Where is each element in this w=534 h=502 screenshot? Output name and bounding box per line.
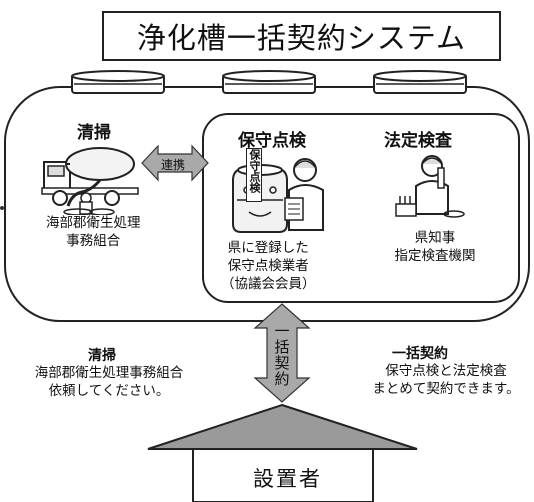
tank-lid-right-icon [373,70,467,94]
right-note-heading: 一括契約 [392,346,448,362]
cleaning-heading: 清掃 [77,123,111,143]
bulk-arrow-label: 一括契約 [272,323,291,387]
bulk-arrow-label-box: 一括契約 [271,323,293,393]
right-note-body: 保守点検と法定検査 まとめて契約できます。 [360,362,532,398]
owner-label: 設置者 [253,467,322,491]
maintenance-org: 県に登録した 保守点検業者 （協議会会員） [221,239,316,293]
title-box: 浄化槽一括契約システム [102,11,501,61]
legal-inspection-line-2: 指定検査機関 [394,248,476,264]
legal-inspection-heading: 法定検査 [384,131,452,151]
maintenance-heading: 保守点検 [238,131,306,151]
cleaning-line-2: 事務組合 [66,233,121,249]
inspector-with-tank-icon [232,158,324,233]
right-note-line-1: 保守点検と法定検査 [385,363,507,379]
link-arrow-label: 連携 [161,158,186,172]
cleaning-org: 海部郡衛生処理 事務組合 [46,214,141,250]
left-edge-dot [0,206,4,210]
tank-lid-center-icon [222,70,316,94]
tank-lid-left-icon [71,70,165,94]
left-note-heading: 清掃 [88,348,116,364]
maintenance-line-3: （協議会会員） [221,276,316,292]
maintenance-line-1: 県に登録した [227,240,309,256]
legal-inspection-org: 県知事 指定検査機関 [383,229,487,265]
right-note-line-2: まとめて契約できます。 [372,381,520,397]
maintenance-line-2: 保守点検業者 [227,258,309,274]
left-note-line-1: 海部郡衛生処理事務組合 [34,365,184,381]
bulk-contract-double-arrow [253,303,311,403]
maintenance-sign: 保守点検 [246,148,262,202]
owner-house-icon [147,403,418,502]
lab-technician-icon [395,155,465,218]
link-double-arrow [141,144,209,182]
legal-inspection-line-1: 県知事 [414,230,456,246]
vacuum-truck-icon [41,147,139,215]
maintenance-sign-text: 保守点検 [248,149,261,193]
cleaning-line-1: 海部郡衛生処理 [46,215,141,231]
left-note-body: 海部郡衛生処理事務組合 依頼してください。 [2,364,216,400]
diagram-title: 浄化槽一括契約システム [136,21,467,55]
left-note-line-2: 依頼してください。 [48,383,170,399]
